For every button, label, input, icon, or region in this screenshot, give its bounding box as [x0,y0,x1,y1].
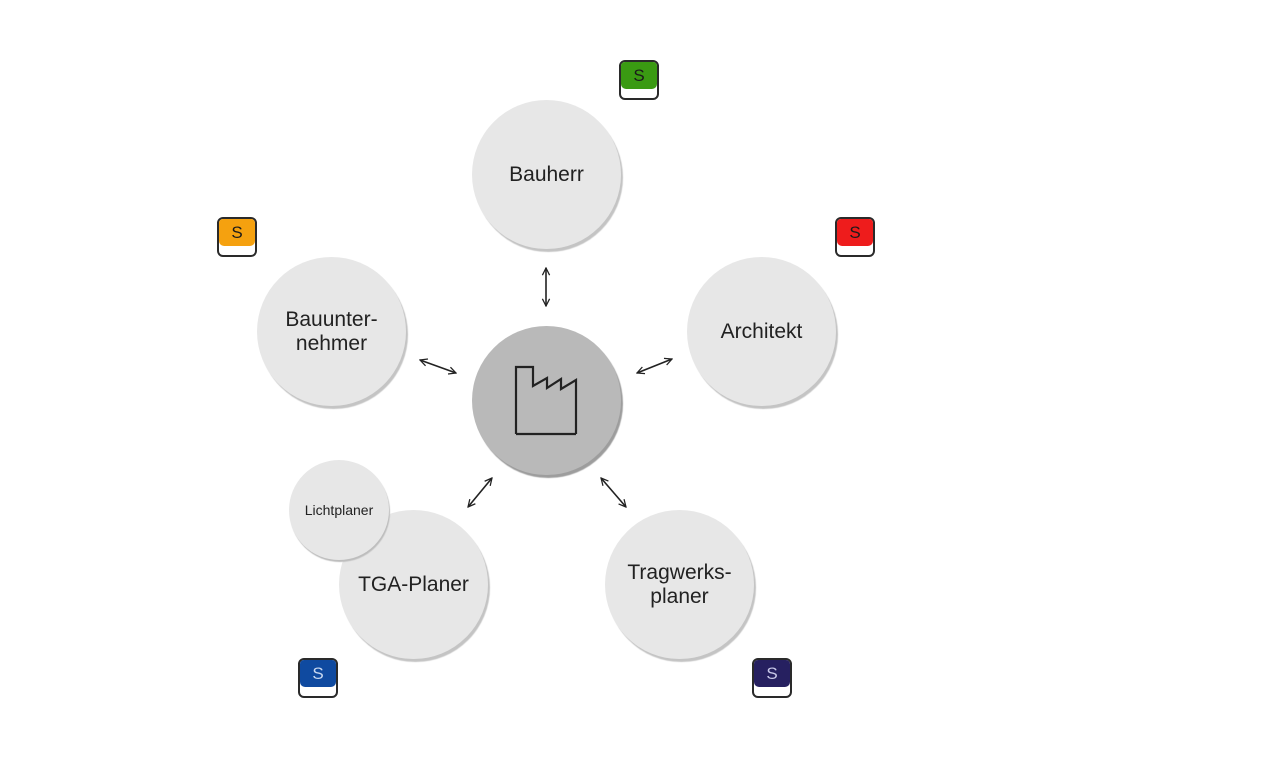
arrow-bauunternehmer [420,360,456,373]
badge-tga-planer-fill: S [300,660,336,687]
badge-bauherr: S [619,60,659,100]
factory-icon [514,365,578,436]
badge-bauunternehmer-letter: S [231,222,243,242]
badge-tga-planer-letter: S [312,663,324,683]
node-bauunternehmer: Bauunter- nehmer [257,257,406,406]
node-tragwerksplaner: Tragwerks- planer [605,510,754,659]
badge-architekt: S [835,217,875,257]
node-lichtplaner: Lichtplaner [289,460,389,560]
badge-architekt-letter: S [849,222,861,242]
badge-bauunternehmer: S [217,217,257,257]
arrow-tragwerksplaner [601,478,626,507]
arrow-architekt [637,359,672,373]
node-architekt-label: Architekt [720,319,803,343]
node-center [472,326,621,475]
badge-tga-planer: S [298,658,338,698]
node-bauherr: Bauherr [472,100,621,249]
node-tragwerksplaner-label: Tragwerks- planer [627,560,732,608]
badge-tragwerksplaner: S [752,658,792,698]
badge-bauherr-fill: S [621,62,657,89]
badge-tragwerksplaner-fill: S [754,660,790,687]
badge-architekt-fill: S [837,219,873,246]
node-architekt: Architekt [687,257,836,406]
node-bauherr-label: Bauherr [509,162,584,186]
node-tga-planer-label: TGA-Planer [358,572,469,596]
arrow-tga-planer [468,478,492,507]
badge-bauunternehmer-fill: S [219,219,255,246]
node-lichtplaner-label: Lichtplaner [304,502,374,518]
node-bauunternehmer-label: Bauunter- nehmer [285,307,378,355]
badge-bauherr-letter: S [633,65,645,85]
badge-tragwerksplaner-letter: S [766,663,778,683]
